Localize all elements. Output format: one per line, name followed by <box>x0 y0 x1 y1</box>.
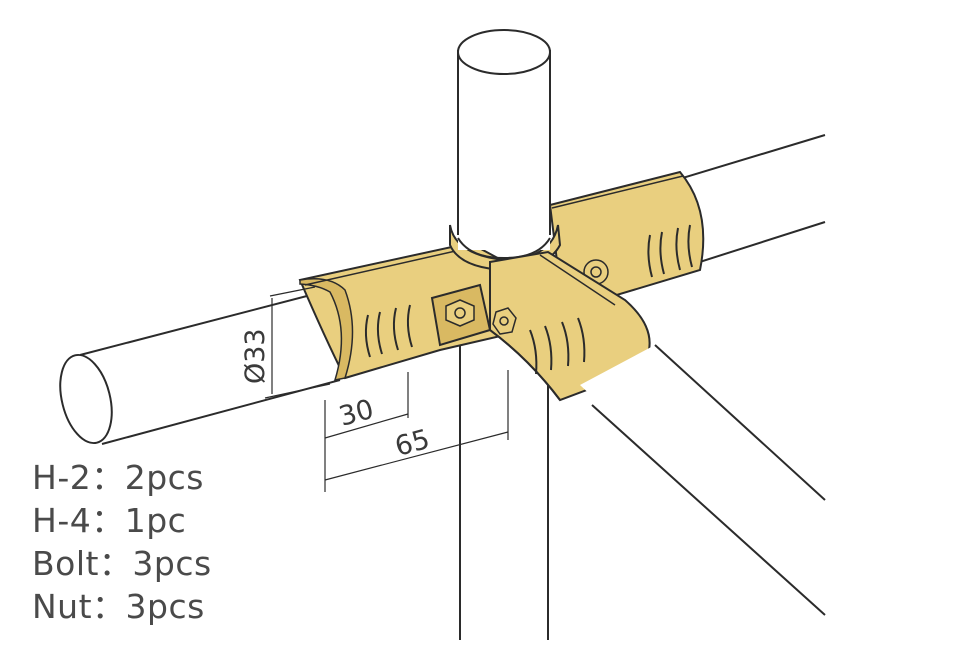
bolt-window <box>430 283 517 347</box>
vertical-pipe-upper <box>457 29 551 260</box>
joint-right-arm <box>548 170 705 302</box>
pipe-left-end <box>59 353 113 445</box>
parts-list: H-2：2pcs H-4：1pc Bolt：3pcs Nut：3pcs <box>32 456 212 628</box>
parts-list-item: Bolt：3pcs <box>32 544 212 583</box>
width-30-label: 30 <box>336 394 377 433</box>
parts-list-item: H-4：1pc <box>32 501 187 540</box>
joint-left-arm <box>298 241 506 381</box>
diameter-label: Ø33 <box>240 328 271 384</box>
diameter-dimension: Ø33 <box>240 286 331 399</box>
pipe-left <box>59 289 341 445</box>
parts-list-item: H-2：2pcs <box>32 458 204 497</box>
pipe-lower-right <box>580 344 826 616</box>
vertical-pipe-top-end <box>457 29 551 75</box>
parts-list-item: Nut：3pcs <box>32 587 205 626</box>
width-65-label: 65 <box>392 424 433 463</box>
width-dimensions: 30 65 <box>324 370 509 492</box>
nut-center <box>492 307 517 335</box>
vertical-pipe-lower <box>459 330 549 645</box>
nut-left <box>445 299 475 327</box>
